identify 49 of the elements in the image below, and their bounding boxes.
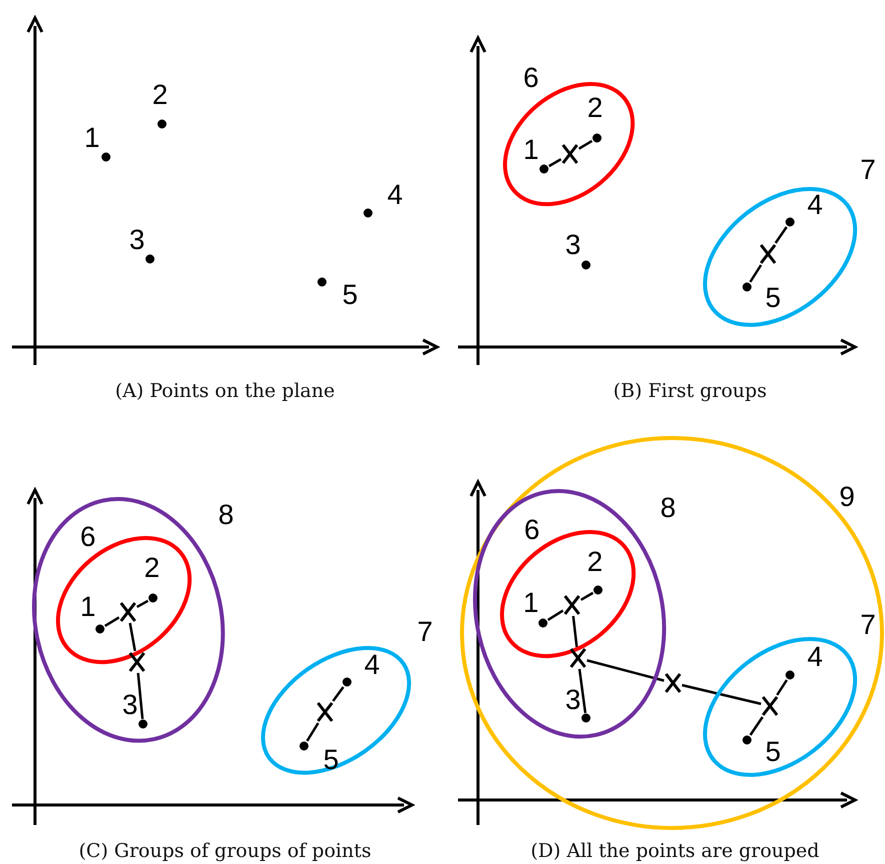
panel-caption: (D) All the points are grouped	[530, 840, 820, 862]
point-number: 2	[587, 94, 603, 122]
cluster-number: 7	[860, 156, 876, 184]
panel-caption: (A) Points on the plane	[115, 380, 335, 402]
connector-line	[104, 616, 120, 628]
connector-line	[749, 264, 762, 283]
point-number: 2	[144, 554, 160, 582]
connector-line	[306, 722, 320, 742]
point-number: 5	[765, 284, 781, 312]
connector-line	[547, 610, 564, 621]
cluster-number: 9	[839, 483, 855, 511]
connector-line	[572, 616, 578, 648]
point-number: 5	[765, 738, 781, 766]
connector-line	[776, 679, 788, 696]
connector-line	[332, 686, 344, 702]
point-number: 1	[84, 124, 100, 152]
connector-line	[548, 158, 562, 168]
point-number: 2	[587, 548, 603, 576]
connector-line	[578, 140, 593, 150]
connector-line	[128, 622, 136, 652]
point-number: 1	[80, 592, 96, 621]
cluster-number: 7	[417, 618, 433, 646]
connector-line	[682, 684, 762, 706]
point-number: 2	[152, 81, 168, 109]
connector-line	[580, 592, 594, 601]
point-number: 1	[523, 136, 539, 164]
cluster-number: 6	[80, 522, 96, 551]
point-number: 3	[122, 690, 138, 719]
panel-caption: (C) Groups of groups of points	[78, 840, 372, 862]
point-number: 4	[807, 190, 823, 219]
point-number: 3	[129, 226, 145, 254]
panel-caption: (B) First groups	[613, 380, 767, 402]
connector-line	[749, 716, 764, 736]
cluster-number: 8	[218, 500, 234, 529]
connector-line	[136, 600, 149, 608]
point-number: 5	[342, 281, 358, 309]
point-number: 4	[387, 181, 403, 209]
point-number: 3	[565, 686, 581, 714]
cluster-number: 6	[524, 516, 540, 544]
connector-line	[774, 226, 788, 244]
cluster-number: 8	[660, 494, 676, 522]
cluster-number: 6	[523, 64, 539, 92]
point-number: 4	[807, 642, 823, 671]
point-number: 3	[565, 231, 581, 259]
point-number: 4	[364, 650, 380, 679]
connector-line	[578, 668, 587, 714]
point-number: 1	[523, 588, 539, 617]
connector-line	[586, 659, 664, 682]
cluster-number: 7	[860, 611, 876, 639]
